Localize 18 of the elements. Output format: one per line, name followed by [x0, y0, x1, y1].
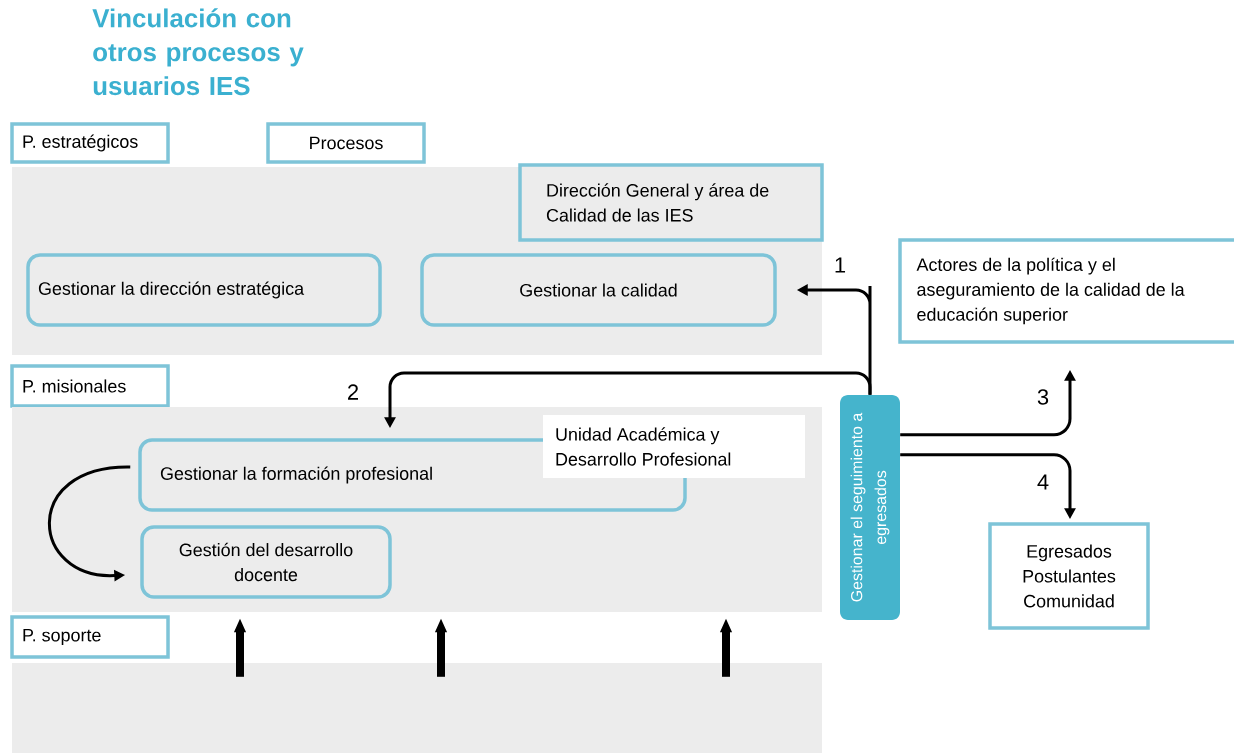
unit-box: Dirección General y área de Calidad de las IES [518, 163, 824, 242]
label-box: P. soporte [10, 615, 170, 659]
edge-label: 4 [1037, 474, 1049, 490]
process-band [12, 663, 822, 753]
label-box: Actores de la política y el aseguramiento de la calidad de la educación superior [898, 238, 1234, 344]
process-box: Gestionar la calidad [420, 253, 777, 327]
diagram-title: Vinculación con otros procesos y usuarios IES [92, 8, 304, 96]
edge-label: 2 [348, 384, 358, 400]
label-box: P. estratégicos [10, 122, 170, 164]
process-box: Gestionar el seguimiento a egresados [840, 395, 900, 620]
process-box: Gestionar la dirección estratégica [26, 253, 382, 327]
unit-label: Unidad Académica y Desarrollo Profesional [543, 415, 805, 478]
edge-label: 1 [835, 257, 846, 273]
label-box: Procesos [266, 122, 426, 164]
label-box: P. misionales [10, 364, 170, 408]
process-box: Gestión del desarrollo docente [140, 525, 392, 599]
label-box: Egresados Postulantes Comunidad [988, 522, 1150, 630]
edge-label: 3 [1037, 389, 1049, 405]
